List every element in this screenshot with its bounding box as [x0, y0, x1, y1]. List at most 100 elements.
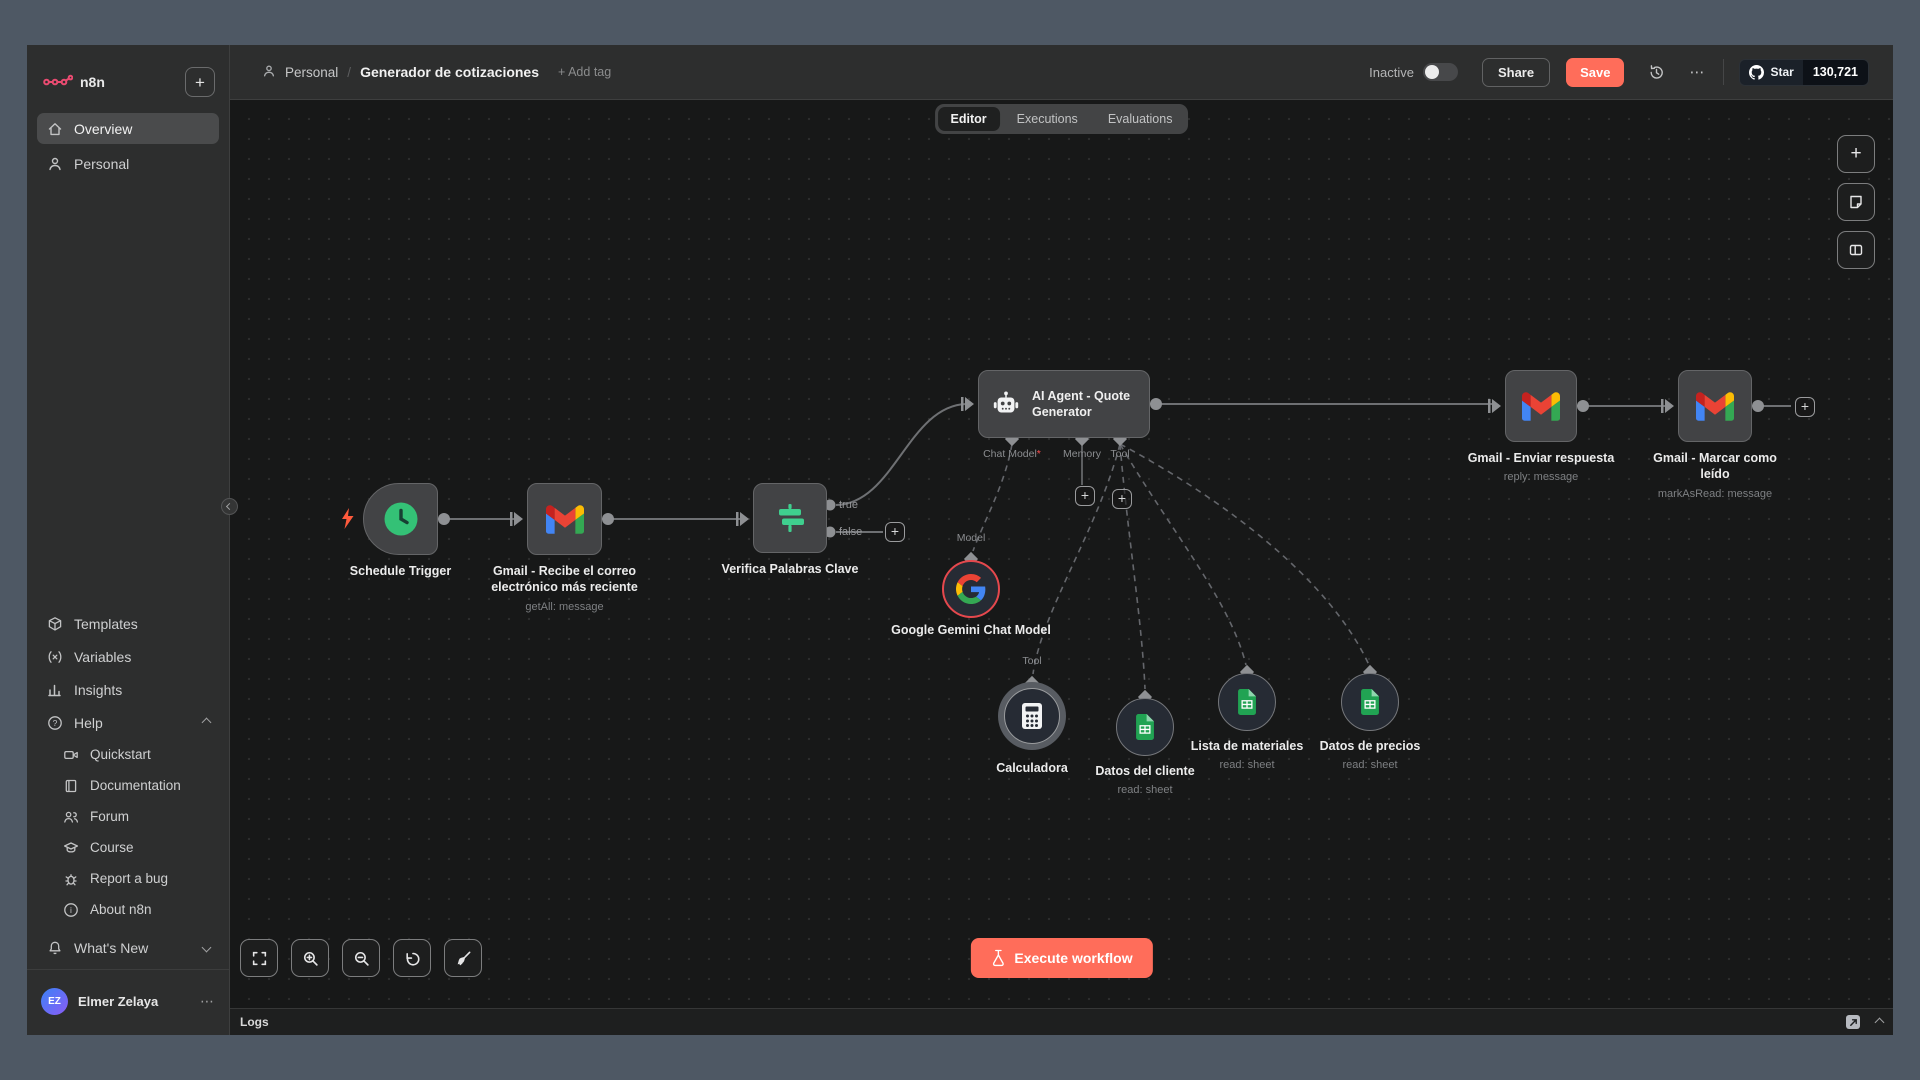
- sidebar-item-documentation[interactable]: Documentation: [53, 771, 219, 800]
- sidebar-item-templates[interactable]: Templates: [37, 608, 219, 639]
- sidebar-item-label: Insights: [74, 681, 123, 698]
- sidebar-item-personal[interactable]: Personal: [37, 148, 219, 179]
- add-node-button-end[interactable]: +: [1795, 397, 1815, 417]
- port-label-model: Model: [956, 532, 986, 544]
- sidebar-item-quickstart[interactable]: Quickstart: [53, 740, 219, 769]
- node-label: Lista de materiales: [1190, 739, 1304, 753]
- node-lista-materiales[interactable]: Lista de materiales read: sheet: [1191, 673, 1303, 771]
- video-icon: [62, 746, 79, 763]
- sidebar-item-report-bug[interactable]: Report a bug: [53, 864, 219, 893]
- sidebar-collapse-button[interactable]: [221, 498, 238, 515]
- share-button[interactable]: Share: [1481, 57, 1551, 87]
- tab-executions[interactable]: Executions: [1016, 112, 1078, 126]
- user-name: Elmer Zelaya: [78, 994, 159, 1009]
- node-label: Datos del cliente: [1095, 764, 1195, 778]
- port-label-tool: Tool: [1110, 448, 1130, 460]
- users-icon: [62, 808, 79, 825]
- canvas-controls: [240, 939, 482, 977]
- toggle-panel-button[interactable]: [1837, 231, 1875, 269]
- node-gemini-chat-model[interactable]: Google Gemini Chat Model: [891, 560, 1051, 637]
- zoom-in-button[interactable]: [291, 939, 329, 977]
- node-label: Gmail - Marcar como leído: [1653, 451, 1777, 482]
- user-menu[interactable]: EZ Elmer Zelaya ⋯: [27, 976, 229, 1031]
- port-label-tool-calc: Tool: [1022, 655, 1042, 667]
- node-calculadora[interactable]: Calculadora: [996, 682, 1068, 775]
- more-options-icon[interactable]: ⋯: [1689, 64, 1706, 81]
- node-schedule-trigger[interactable]: Schedule Trigger: [350, 483, 451, 578]
- chevron-up-icon: [201, 717, 212, 728]
- add-tool-button[interactable]: +: [1112, 489, 1132, 509]
- node-verifica-palabras[interactable]: Verifica Palabras Clave: [722, 483, 858, 576]
- add-tag-button[interactable]: + Add tag: [558, 65, 612, 79]
- sidebar-item-label: Course: [90, 840, 134, 855]
- logs-panel-header[interactable]: Logs: [230, 1008, 1893, 1035]
- save-button[interactable]: Save: [1566, 57, 1625, 87]
- node-gmail-receive[interactable]: Gmail - Recibe el correo electrónico más…: [491, 483, 638, 613]
- sidebar-item-label: What's New: [74, 939, 149, 956]
- node-subtitle: read: sheet: [1342, 759, 1398, 772]
- github-star-count: 130,721: [1802, 59, 1868, 85]
- node-label: Verifica Palabras Clave: [721, 562, 859, 576]
- sidebar-item-overview[interactable]: Overview: [37, 113, 219, 144]
- node-gmail-reply[interactable]: Gmail - Enviar respuesta reply: message: [1468, 370, 1614, 483]
- node-label: AI Agent - Quote Generator: [1032, 388, 1131, 419]
- add-node-panel-button[interactable]: +: [1837, 135, 1875, 173]
- sidebar-item-label: Help: [74, 714, 103, 731]
- execute-workflow-button[interactable]: Execute workflow: [970, 938, 1153, 978]
- tidy-up-button[interactable]: [444, 939, 482, 977]
- fit-view-button[interactable]: [240, 939, 278, 977]
- history-icon[interactable]: [1648, 64, 1665, 81]
- user-options-icon[interactable]: ⋯: [200, 993, 215, 1009]
- sidebar-item-label: Forum: [90, 809, 130, 824]
- templates-icon: [46, 615, 63, 632]
- active-toggle[interactable]: [1422, 63, 1458, 81]
- home-icon: [46, 120, 63, 137]
- workflow-title[interactable]: Generador de cotizaciones: [360, 64, 540, 80]
- node-datos-cliente[interactable]: Datos del cliente read: sheet: [1095, 698, 1195, 796]
- zoom-out-button[interactable]: [342, 939, 380, 977]
- gmail-icon: [1696, 391, 1734, 421]
- node-ai-agent[interactable]: AI Agent - Quote Generator: [978, 370, 1150, 438]
- breadcrumb: Personal / Generador de cotizaciones + A…: [262, 64, 611, 81]
- sidebar-item-help[interactable]: ? Help: [37, 707, 219, 738]
- new-workflow-button[interactable]: +: [185, 67, 215, 97]
- topbar: Personal / Generador de cotizaciones + A…: [230, 45, 1893, 100]
- sidebar-item-about[interactable]: i About n8n: [53, 895, 219, 924]
- google-icon: [956, 574, 986, 604]
- sidebar-item-label: Documentation: [90, 778, 181, 793]
- toggle-knob: [1424, 65, 1439, 79]
- expand-logs-icon[interactable]: [1874, 1017, 1885, 1027]
- sheets-icon: [1361, 689, 1379, 715]
- sidebar-item-variables[interactable]: Variables: [37, 641, 219, 672]
- chevron-down-icon: [201, 942, 212, 953]
- sidebar-item-label: Personal: [74, 155, 130, 172]
- port-label-memory: Memory: [1063, 448, 1101, 460]
- sidebar-item-label: Variables: [74, 648, 132, 665]
- add-sticky-note-button[interactable]: [1837, 183, 1875, 221]
- add-memory-button[interactable]: +: [1075, 486, 1095, 506]
- sidebar-item-forum[interactable]: Forum: [53, 802, 219, 831]
- sidebar-item-insights[interactable]: Insights: [37, 674, 219, 705]
- undo-button[interactable]: [393, 939, 431, 977]
- robot-icon: [993, 391, 1019, 413]
- sidebar-item-label: Overview: [74, 120, 133, 137]
- node-datos-precios[interactable]: Datos de precios read: sheet: [1320, 673, 1420, 771]
- sidebar-item-course[interactable]: Course: [53, 833, 219, 862]
- node-label: Gmail - Recibe el correo electrónico más…: [491, 564, 638, 595]
- workflow-edges: [438, 397, 1791, 705]
- node-gmail-mark-read[interactable]: Gmail - Marcar como leído markAsRead: me…: [1653, 370, 1777, 500]
- node-label: Gmail - Enviar respuesta: [1467, 451, 1615, 465]
- github-star-widget[interactable]: Star 130,721: [1739, 58, 1869, 86]
- breadcrumb-project[interactable]: Personal: [285, 64, 339, 80]
- tab-editor[interactable]: Editor: [937, 107, 1000, 131]
- output-label-false: false: [839, 526, 863, 538]
- open-logs-window-icon[interactable]: [1846, 1015, 1860, 1029]
- node-label: Calculadora: [996, 761, 1068, 775]
- calculator-icon: [1022, 703, 1042, 729]
- sidebar-item-whats-new[interactable]: What's New: [37, 932, 219, 963]
- workflow-canvas[interactable]: Editor Executions Evaluations: [230, 100, 1893, 1008]
- add-node-button-false-branch[interactable]: +: [885, 522, 905, 542]
- tab-evaluations[interactable]: Evaluations: [1107, 112, 1173, 126]
- graduation-cap-icon: [62, 839, 79, 856]
- avatar: EZ: [41, 988, 68, 1015]
